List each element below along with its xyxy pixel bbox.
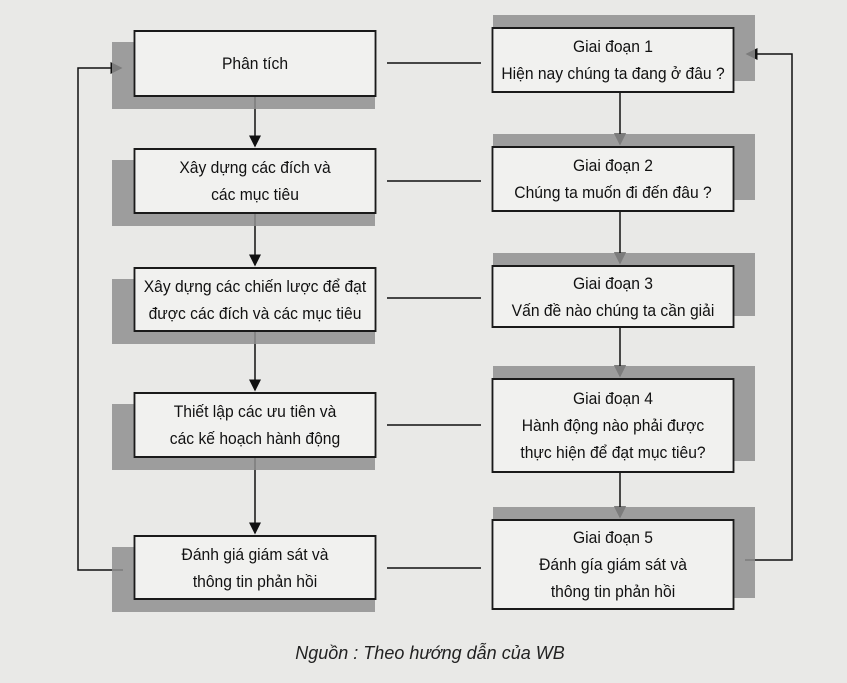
stage-title: Giai đoạn 2	[572, 156, 653, 175]
box-text: Thiết lập các ưu tiên và	[173, 402, 337, 421]
box-text: các mục tiêu	[211, 185, 299, 204]
box-text: được các đích và các mục tiêu	[148, 303, 362, 323]
box-monitoring-feedback: Đánh giá giám sát và thông tin phản hồi	[133, 535, 377, 600]
box-text: Chúng ta muốn đi đến đâu ?	[514, 183, 712, 202]
box-text: Vấn đề nào chúng ta cần giải	[511, 300, 715, 320]
box-priorities-plans: Thiết lập các ưu tiên và các kế hoạch hà…	[133, 392, 377, 458]
stage-title: Giai đoạn 1	[572, 37, 653, 56]
box-text: thông tin phản hồi	[550, 582, 676, 601]
box-text: các kế hoạch hành động	[169, 429, 341, 448]
box-text: Hiện nay chúng ta đang ở đâu ?	[501, 64, 725, 83]
box-text: thông tin phản hồi	[192, 571, 318, 591]
box-text: thực hiện để đạt mục tiêu?	[520, 443, 706, 462]
stage-title: Giai đoạn 3	[572, 273, 653, 293]
box-text: Xây dựng các chiến lược để đạt	[143, 276, 367, 296]
box-build-strategies: Xây dựng các chiến lược để đạt được các …	[133, 267, 377, 332]
box-stage-5: Giai đoạn 5 Đánh gía giám sát và thông t…	[491, 519, 735, 610]
box-stage-4: Giai đoạn 4 Hành động nào phải được thực…	[491, 378, 735, 473]
box-analysis: Phân tích	[133, 30, 377, 97]
box-stage-2: Giai đoạn 2 Chúng ta muốn đi đến đâu ?	[491, 146, 735, 212]
box-stage-1: Giai đoạn 1 Hiện nay chúng ta đang ở đâu…	[491, 27, 735, 93]
stage-title: Giai đoạn 4	[572, 389, 653, 408]
box-text: Hành động nào phải được	[521, 416, 705, 435]
box-text: Xây dựng các đích và	[179, 158, 331, 177]
box-text: Phân tích	[221, 54, 289, 73]
box-text: Đánh giá giám sát và	[181, 544, 329, 564]
source-caption: Nguồn : Theo hướng dẫn của WB	[295, 643, 565, 663]
stage-title: Giai đoạn 5	[572, 528, 653, 547]
box-text: Đánh gía giám sát và	[539, 555, 687, 574]
box-stage-3: Giai đoạn 3 Vấn đề nào chúng ta cần giải	[491, 265, 735, 328]
box-build-goals: Xây dựng các đích và các mục tiêu	[133, 148, 377, 214]
